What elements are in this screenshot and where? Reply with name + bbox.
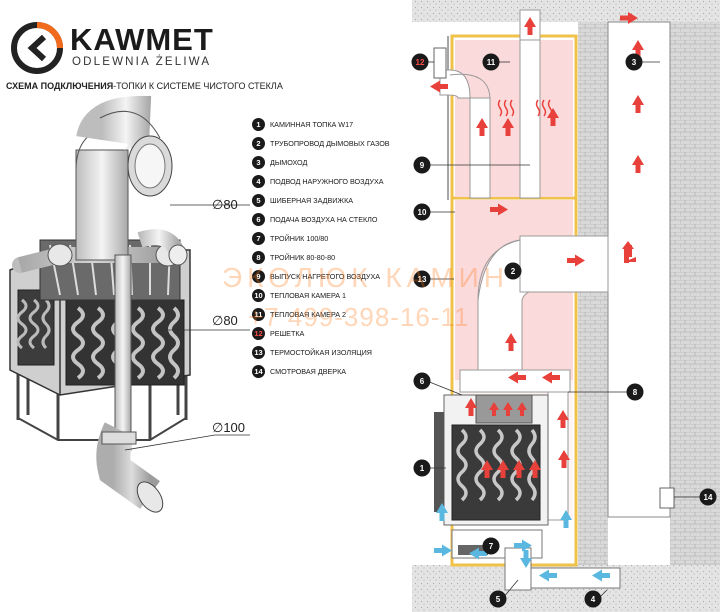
legend-item: 6 ПОДАЧА ВОЗДУХА НА СТЕКЛО xyxy=(252,212,377,226)
legend-item: 13 ТЕРМОСТОЙКАЯ ИЗОЛЯЦИЯ xyxy=(252,345,372,359)
svg-text:10: 10 xyxy=(418,208,427,217)
legend-label: РЕШЕТКА xyxy=(270,328,305,338)
callout-10 xyxy=(413,203,431,221)
legend-number: 1 xyxy=(252,117,265,131)
legend-number: 14 xyxy=(252,364,265,378)
svg-text:7: 7 xyxy=(489,542,494,551)
svg-text:4: 4 xyxy=(591,595,596,604)
callout-13 xyxy=(413,270,431,288)
legend-number: 8 xyxy=(252,250,265,264)
legend-item: 8 ТРОЙНИК 80-80-80 xyxy=(252,250,335,264)
callout-7 xyxy=(482,537,500,555)
callout-11 xyxy=(482,53,500,71)
legend-label: ТРОЙНИК 80-80-80 xyxy=(270,252,336,262)
svg-text:6: 6 xyxy=(420,377,425,386)
legend-number: 2 xyxy=(252,136,265,150)
legend-label: ВЫПУСК НАГРЕТОГО ВОЗДУХА xyxy=(270,271,381,281)
svg-text:14: 14 xyxy=(704,493,713,502)
legend-item: 7 ТРОЙНИК 100/80 xyxy=(252,231,328,245)
brand-subtitle: ODLEWNIA ŻELIWA xyxy=(72,56,212,68)
legend-number: 5 xyxy=(252,193,265,207)
legend-label: ПОДАЧА ВОЗДУХА НА СТЕКЛО xyxy=(270,214,378,224)
legend-number: 3 xyxy=(252,155,265,169)
legend-label: ШИБЕРНАЯ ЗАДВИЖКА xyxy=(270,195,354,205)
callout-6 xyxy=(413,372,431,390)
svg-text:2: 2 xyxy=(511,267,516,276)
legend-label: СМОТРОВАЯ ДВЕРКА xyxy=(270,366,347,376)
legend-number: 6 xyxy=(252,212,265,226)
legend-item: 9 ВЫПУСК НАГРЕТОГО ВОЗДУХА xyxy=(252,269,380,283)
svg-text:3: 3 xyxy=(632,58,637,67)
legend-number: 12 xyxy=(252,326,265,340)
cold-air-arrows xyxy=(434,503,610,582)
callout-3 xyxy=(625,53,643,71)
stove-3d-illustration xyxy=(9,95,250,513)
legend-item: 3 ДЫМОХОД xyxy=(252,155,307,169)
legend-item: 10 ТЕПЛОВАЯ КАМЕРА 1 xyxy=(252,288,346,302)
svg-text:11: 11 xyxy=(487,58,496,67)
callout-12 xyxy=(411,53,429,71)
callout-2 xyxy=(504,262,522,280)
legend-label: ТЕПЛОВАЯ КАМЕРА 1 xyxy=(270,290,347,300)
legend-label: ТЕРМОСТОЙКАЯ ИЗОЛЯЦИЯ xyxy=(270,347,372,357)
callout-9 xyxy=(413,156,431,174)
scheme-title-rest: -ТОПКИ К СИСТЕМЕ ЧИСТОГО СТЕКЛА xyxy=(113,81,283,91)
legend-label: ПОДВОД НАРУЖНОГО ВОЗДУХА xyxy=(270,176,384,186)
svg-text:12: 12 xyxy=(416,58,425,67)
svg-text:9: 9 xyxy=(420,161,425,170)
legend-item: 5 ШИБЕРНАЯ ЗАДВИЖКА xyxy=(252,193,353,207)
legend-label: КАМИННАЯ ТОПКА W17 xyxy=(270,119,354,129)
svg-text:1: 1 xyxy=(420,464,425,473)
legend-number: 10 xyxy=(252,288,265,302)
callout-markers: 12 11 3 9 10 2 13 6 8 1 7 5 4 14 xyxy=(411,53,717,608)
logo-emblem-icon xyxy=(11,22,63,74)
legend-label: ТЕПЛОВАЯ КАМЕРА 2 xyxy=(270,309,347,319)
legend-label: ТРОЙНИК 100/80 xyxy=(270,233,329,243)
scheme-title: СХЕМА ПОДКЛЮЧЕНИЯ-ТОПКИ К СИСТЕМЕ ЧИСТОГ… xyxy=(6,81,283,91)
kawmet-logo xyxy=(8,20,218,75)
dimension-pipe-80-top: ∅80 xyxy=(212,197,238,212)
legend-number: 11 xyxy=(252,307,265,321)
legend-item: 1 КАМИННАЯ ТОПКА W17 xyxy=(252,117,353,131)
dimension-pipe-80-mid: ∅80 xyxy=(212,313,238,328)
hot-air-arrows xyxy=(430,12,644,478)
legend-item: 2 ТРУБОПРОВОД ДЫМОВЫХ ГАЗОВ xyxy=(252,136,390,150)
callout-8 xyxy=(626,383,644,401)
callout-5 xyxy=(489,590,507,608)
legend-item: 4 ПОДВОД НАРУЖНОГО ВОЗДУХА xyxy=(252,174,384,188)
legend-label: ТРУБОПРОВОД ДЫМОВЫХ ГАЗОВ xyxy=(270,138,390,148)
callout-4 xyxy=(584,590,602,608)
callout-1 xyxy=(413,459,431,477)
svg-text:8: 8 xyxy=(633,388,638,397)
brand-name: KAWMET xyxy=(70,22,214,57)
svg-text:13: 13 xyxy=(418,275,427,284)
legend-number: 9 xyxy=(252,269,265,283)
legend-number: 4 xyxy=(252,174,265,188)
svg-text:5: 5 xyxy=(496,595,501,604)
callout-14 xyxy=(699,488,717,506)
legend-item: 14 СМОТРОВАЯ ДВЕРКА xyxy=(252,364,346,378)
cross-section-diagram: 12 11 3 9 10 2 13 6 8 1 7 5 4 14 xyxy=(411,0,720,612)
legend-number: 13 xyxy=(252,345,265,359)
legend-item: 12 РЕШЕТКА xyxy=(252,326,304,340)
legend-item: 11 ТЕПЛОВАЯ КАМЕРА 2 xyxy=(252,307,346,321)
scheme-title-bold: СХЕМА ПОДКЛЮЧЕНИЯ xyxy=(6,81,114,91)
dimension-pipe-100: ∅100 xyxy=(212,420,246,435)
legend-number: 7 xyxy=(252,231,265,245)
legend-label: ДЫМОХОД xyxy=(270,157,308,167)
